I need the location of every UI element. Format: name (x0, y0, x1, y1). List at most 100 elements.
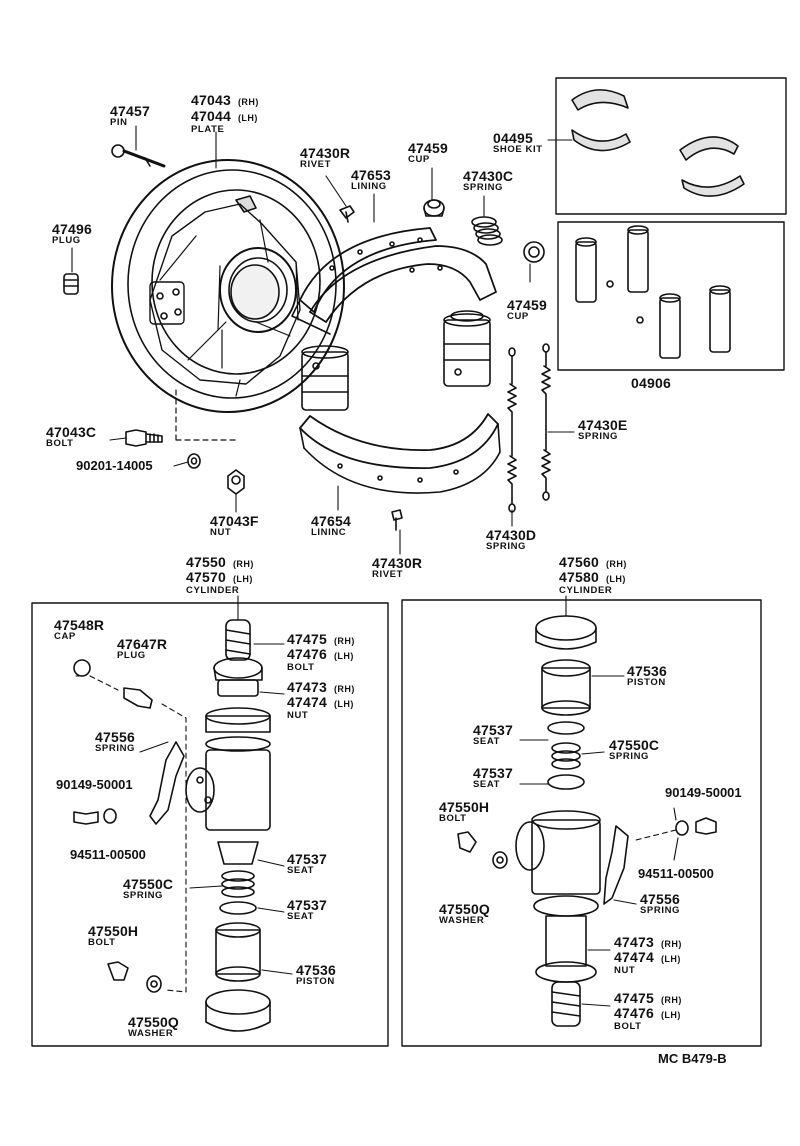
side-marker: (LH) (232, 574, 253, 584)
label-l-nut-rh: 47473(RH) (287, 680, 355, 696)
side-marker: (RH) (660, 939, 682, 949)
part-name: SPRING (578, 431, 619, 442)
wheel-cylinder-lower (301, 345, 349, 411)
label-r-spring-47556: 47556 SPRING (640, 892, 680, 916)
part-number: 47550H (439, 799, 490, 815)
figure-reference-text: MC B479-B (658, 1051, 727, 1066)
part-name: NUT (614, 965, 636, 976)
label-kit-04906: 04906 (631, 376, 671, 390)
part-name: PIN (110, 117, 128, 128)
part-number: 47476 (287, 646, 327, 662)
label-l-bolt-lh: 47476 (LH) BOLT (287, 647, 354, 673)
part-number: 04906 (631, 375, 671, 391)
label-r-bolt-lh: 47476 (LH) BOLT (614, 1006, 681, 1032)
label-spring-47430e: 47430E SPRING (578, 418, 627, 442)
part-name: SEAT (473, 779, 501, 790)
part-name: SEAT (287, 865, 315, 876)
part-number: 47556 (640, 891, 680, 907)
label-l-bolt-rh: 47475(RH) (287, 632, 355, 648)
side-marker: (RH) (605, 559, 627, 569)
part-name: CUP (408, 154, 430, 165)
part-number: 47475 (614, 990, 654, 1006)
part-number: 47473 (287, 679, 327, 695)
label-l-lockwasher: 94511-00500 (70, 848, 146, 861)
part-number: 47474 (287, 694, 327, 710)
part-number: 47043C (46, 424, 97, 440)
rivet-top (339, 205, 355, 223)
upper-brake-shoe (291, 227, 497, 335)
part-number: 47044 (191, 108, 231, 124)
part-name: BOLT (614, 1021, 642, 1032)
label-cylinder-right-lh: 47580(LH) CYLINDER (559, 570, 626, 596)
part-name: SPRING (609, 751, 650, 762)
label-plate-47044: 47044(LH) PLATE (191, 109, 258, 135)
label-l-bolt-47550h: 47550H BOLT (88, 924, 138, 948)
part-name: BOLT (287, 662, 315, 673)
rivet-bottom (391, 509, 403, 531)
label-cup-top: 47459 CUP (408, 141, 448, 165)
label-cylinder-right-rh: 47560(RH) (559, 555, 627, 571)
part-number: 47430D (486, 527, 537, 543)
part-number: 47550C (123, 876, 174, 892)
cup-top (423, 199, 445, 217)
side-marker: (LH) (660, 954, 681, 964)
side-marker: (LH) (333, 699, 354, 709)
part-name: PLUG (117, 650, 146, 661)
label-l-seat-2: 47537 SEAT (287, 898, 327, 922)
label-r-seat-1: 47537 SEAT (473, 723, 513, 747)
part-name: SHOE KIT (493, 144, 543, 155)
label-l-plug: 47647R PLUG (117, 637, 167, 661)
label-r-seat-2: 47537 SEAT (473, 766, 513, 790)
part-name: SPRING (486, 541, 527, 552)
left-cylinder-box (31, 602, 389, 1047)
part-name: SPRING (95, 743, 136, 754)
right-cylinder-parts (457, 615, 717, 1027)
part-name: LININC (311, 527, 347, 538)
part-number: 47550Q (128, 1014, 180, 1030)
side-marker: (RH) (237, 97, 259, 107)
part-number: 94511-00500 (70, 847, 146, 862)
side-marker: (LH) (333, 651, 354, 661)
part-name: CYLINDER (559, 585, 613, 596)
part-number: 47536 (296, 962, 336, 978)
part-number: 47550 (186, 554, 226, 570)
part-number: 47476 (614, 1005, 654, 1021)
label-l-spring-47556: 47556 SPRING (95, 730, 135, 754)
part-name: PISTON (627, 677, 666, 688)
spring-47430c (471, 216, 503, 246)
left-cylinder-parts (73, 619, 271, 1032)
part-name: LINING (351, 181, 387, 192)
side-marker: (LH) (660, 1010, 681, 1020)
label-washer-90201: 90201-14005 (76, 459, 153, 472)
part-number: 47536 (627, 663, 667, 679)
backing-plate (111, 159, 345, 413)
part-number: 47457 (110, 103, 150, 119)
part-name: WASHER (128, 1028, 174, 1039)
part-name: PLUG (52, 235, 81, 246)
part-number: 47550C (609, 737, 660, 753)
part-name: SPRING (463, 182, 504, 193)
part-number: 47537 (473, 722, 513, 738)
label-r-nut-lh: 47474(LH) NUT (614, 950, 681, 976)
part-name: CYLINDER (186, 585, 240, 596)
label-spring-47430c: 47430C SPRING (463, 169, 513, 193)
shoe-kit-box (555, 77, 787, 215)
leader-lines (71, 125, 679, 1007)
part-number: 90149-50001 (56, 777, 133, 792)
part-number: 47430C (463, 168, 514, 184)
side-marker: (RH) (660, 995, 682, 1005)
label-l-spring-47550c: 47550C SPRING (123, 877, 173, 901)
part-number: 47570 (186, 569, 226, 585)
label-l-cap: 47548R CAP (54, 618, 104, 642)
part-name: SPRING (640, 905, 681, 916)
part-number: 47537 (287, 897, 327, 913)
right-cylinder-box (401, 599, 762, 1047)
part-number: 47550Q (439, 901, 491, 917)
cylinder-kit-box (557, 221, 785, 371)
label-bolt-47043c: 47043C BOLT (46, 425, 96, 449)
label-r-washer-47550q: 47550Q WASHER (439, 902, 490, 926)
label-rivet-bottom: 47430R RIVET (372, 556, 422, 580)
part-name: WASHER (439, 915, 485, 926)
spring-47430d (507, 347, 517, 513)
side-marker: (LH) (605, 574, 626, 584)
